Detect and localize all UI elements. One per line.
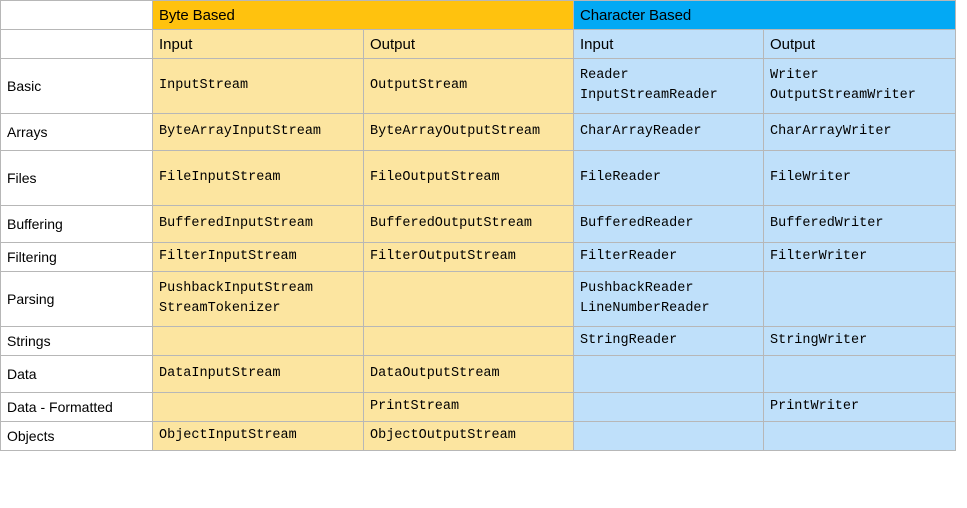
sub-header-char-output: Output bbox=[763, 29, 956, 59]
cell-basic-char-input: Reader InputStreamReader bbox=[573, 58, 764, 114]
row-label-strings: Strings bbox=[0, 326, 153, 356]
cell-parsing-char-input: PushbackReader LineNumberReader bbox=[573, 271, 764, 327]
sub-header-byte-output: Output bbox=[363, 29, 574, 59]
table-row: Strings StringReader StringWriter bbox=[0, 326, 956, 356]
group-header-character-based: Character Based bbox=[573, 0, 956, 30]
cell-buffering-byte-input: BufferedInputStream bbox=[152, 205, 364, 243]
cell-filtering-byte-input: FilterInputStream bbox=[152, 242, 364, 272]
cell-parsing-char-output bbox=[763, 271, 956, 327]
cell-strings-byte-input bbox=[152, 326, 364, 356]
cell-basic-byte-output: OutputStream bbox=[363, 58, 574, 114]
cell-data-byte-input: DataInputStream bbox=[152, 355, 364, 393]
sub-header-blank bbox=[0, 29, 153, 59]
table-row: Files FileInputStream FileOutputStream F… bbox=[0, 150, 956, 206]
cell-strings-byte-output bbox=[363, 326, 574, 356]
sub-header-byte-input: Input bbox=[152, 29, 364, 59]
cell-strings-char-output: StringWriter bbox=[763, 326, 956, 356]
cell-objects-char-input bbox=[573, 421, 764, 451]
cell-arrays-byte-input: ByteArrayInputStream bbox=[152, 113, 364, 151]
row-label-basic: Basic bbox=[0, 58, 153, 114]
row-label-objects: Objects bbox=[0, 421, 153, 451]
cell-buffering-char-output: BufferedWriter bbox=[763, 205, 956, 243]
cell-parsing-byte-output bbox=[363, 271, 574, 327]
group-header-blank bbox=[0, 0, 153, 30]
cell-objects-byte-input: ObjectInputStream bbox=[152, 421, 364, 451]
cell-files-byte-output: FileOutputStream bbox=[363, 150, 574, 206]
row-label-parsing: Parsing bbox=[0, 271, 153, 327]
row-label-data-formatted: Data - Formatted bbox=[0, 392, 153, 422]
row-label-files: Files bbox=[0, 150, 153, 206]
cell-data-formatted-char-input bbox=[573, 392, 764, 422]
cell-files-char-input: FileReader bbox=[573, 150, 764, 206]
cell-objects-char-output bbox=[763, 421, 956, 451]
cell-data-formatted-byte-output: PrintStream bbox=[363, 392, 574, 422]
cell-basic-byte-input: InputStream bbox=[152, 58, 364, 114]
cell-strings-char-input: StringReader bbox=[573, 326, 764, 356]
row-label-filtering: Filtering bbox=[0, 242, 153, 272]
row-label-buffering: Buffering bbox=[0, 205, 153, 243]
cell-files-char-output: FileWriter bbox=[763, 150, 956, 206]
cell-buffering-byte-output: BufferedOutputStream bbox=[363, 205, 574, 243]
row-label-data: Data bbox=[0, 355, 153, 393]
table-row: Filtering FilterInputStream FilterOutput… bbox=[0, 242, 956, 272]
cell-arrays-byte-output: ByteArrayOutputStream bbox=[363, 113, 574, 151]
cell-objects-byte-output: ObjectOutputStream bbox=[363, 421, 574, 451]
group-header-byte-based: Byte Based bbox=[152, 0, 574, 30]
group-header-row: Byte Based Character Based bbox=[0, 0, 956, 30]
cell-data-formatted-char-output: PrintWriter bbox=[763, 392, 956, 422]
table-row: Data - Formatted PrintStream PrintWriter bbox=[0, 392, 956, 422]
table-row: Buffering BufferedInputStream BufferedOu… bbox=[0, 205, 956, 243]
cell-files-byte-input: FileInputStream bbox=[152, 150, 364, 206]
cell-arrays-char-input: CharArrayReader bbox=[573, 113, 764, 151]
sub-header-row: Input Output Input Output bbox=[0, 29, 956, 59]
table-row: Parsing PushbackInputStream StreamTokeni… bbox=[0, 271, 956, 327]
cell-buffering-char-input: BufferedReader bbox=[573, 205, 764, 243]
sub-header-char-input: Input bbox=[573, 29, 764, 59]
java-io-classes-table: Byte Based Character Based Input Output … bbox=[0, 0, 956, 451]
cell-data-formatted-byte-input bbox=[152, 392, 364, 422]
cell-basic-char-output: Writer OutputStreamWriter bbox=[763, 58, 956, 114]
cell-data-char-input bbox=[573, 355, 764, 393]
cell-filtering-char-input: FilterReader bbox=[573, 242, 764, 272]
cell-data-byte-output: DataOutputStream bbox=[363, 355, 574, 393]
cell-parsing-byte-input: PushbackInputStream StreamTokenizer bbox=[152, 271, 364, 327]
table-row: Objects ObjectInputStream ObjectOutputSt… bbox=[0, 421, 956, 451]
row-label-arrays: Arrays bbox=[0, 113, 153, 151]
table-row: Arrays ByteArrayInputStream ByteArrayOut… bbox=[0, 113, 956, 151]
cell-filtering-char-output: FilterWriter bbox=[763, 242, 956, 272]
table-row: Data DataInputStream DataOutputStream bbox=[0, 355, 956, 393]
cell-arrays-char-output: CharArrayWriter bbox=[763, 113, 956, 151]
cell-filtering-byte-output: FilterOutputStream bbox=[363, 242, 574, 272]
table-row: Basic InputStream OutputStream Reader In… bbox=[0, 58, 956, 114]
cell-data-char-output bbox=[763, 355, 956, 393]
